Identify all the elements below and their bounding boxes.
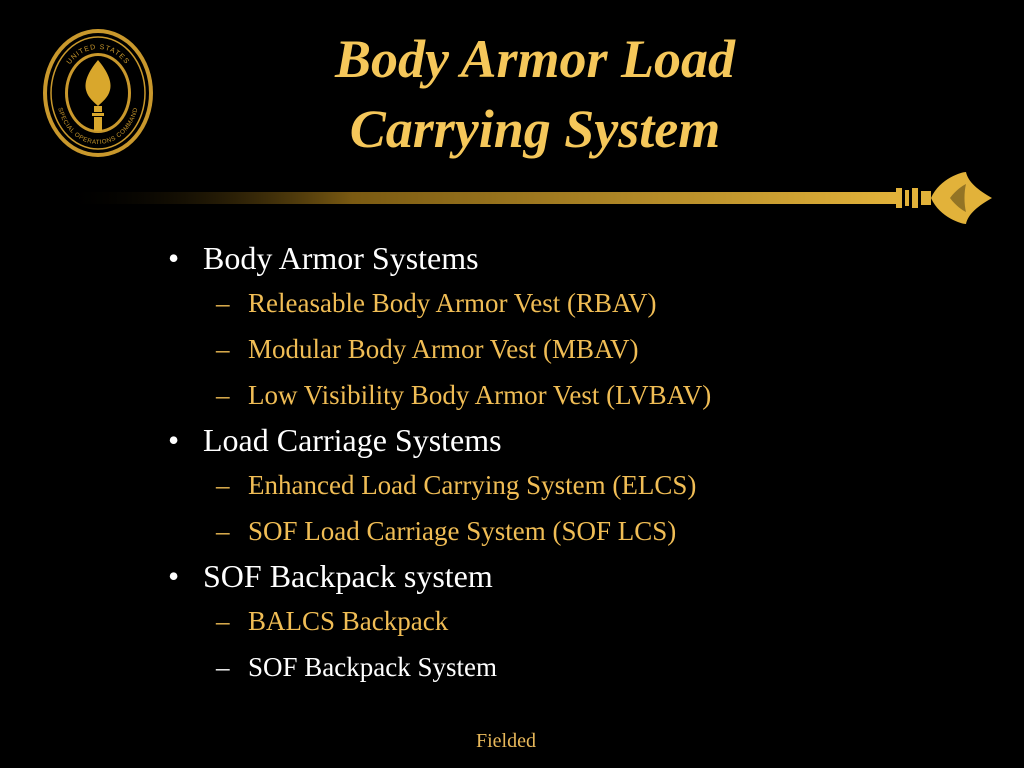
- bullet-marker: •: [168, 240, 180, 276]
- dash-marker: –: [216, 516, 230, 546]
- sub-item-label: Low Visibility Body Armor Vest (LVBAV): [248, 380, 712, 410]
- title-line-2: Carrying System: [349, 99, 721, 159]
- sub-item-label: Releasable Body Armor Vest (RBAV): [248, 288, 657, 318]
- sub-item-balcs-backpack: – BALCS Backpack: [160, 598, 960, 644]
- dash-marker: –: [216, 334, 230, 364]
- sub-item-label: SOF Backpack System: [248, 652, 497, 682]
- dash-marker: –: [216, 288, 230, 318]
- bullet-label: SOF Backpack system: [203, 558, 493, 594]
- footer-note: Fielded: [476, 730, 536, 752]
- sub-item-elcs: – Enhanced Load Carrying System (ELCS): [160, 462, 960, 508]
- bullet-item-body-armor-systems: • Body Armor Systems: [160, 236, 960, 280]
- sub-item-sof-lcs: – SOF Load Carriage System (SOF LCS): [160, 508, 960, 554]
- bullet-item-sof-backpack-system: • SOF Backpack system: [160, 554, 960, 598]
- dash-marker: –: [216, 470, 230, 500]
- socom-seal-logo: UNITED STATES SPECIAL OPERATIONS COMMAND: [43, 29, 153, 157]
- title-line-1: Body Armor Load: [334, 29, 736, 89]
- sub-item-label: BALCS Backpack: [248, 606, 449, 636]
- sub-item-label: Modular Body Armor Vest (MBAV): [248, 334, 639, 364]
- bullet-marker: •: [168, 558, 180, 594]
- bullet-list: • Body Armor Systems – Releasable Body A…: [160, 236, 960, 690]
- dash-marker: –: [216, 652, 230, 682]
- sub-item-label: SOF Load Carriage System (SOF LCS): [248, 516, 677, 546]
- bullet-label: Load Carriage Systems: [203, 422, 502, 458]
- sub-item-label: Enhanced Load Carrying System (ELCS): [248, 470, 697, 500]
- spear-divider: [60, 172, 992, 224]
- bullet-marker: •: [168, 422, 180, 458]
- sub-item-mbav: – Modular Body Armor Vest (MBAV): [160, 326, 960, 372]
- bullet-item-load-carriage-systems: • Load Carriage Systems: [160, 418, 960, 462]
- sub-item-lvbav: – Low Visibility Body Armor Vest (LVBAV): [160, 372, 960, 418]
- bullet-label: Body Armor Systems: [203, 240, 479, 276]
- dash-marker: –: [216, 606, 230, 636]
- slide-title: Body Armor Load Carrying System: [180, 24, 890, 164]
- sub-item-rbav: – Releasable Body Armor Vest (RBAV): [160, 280, 960, 326]
- sub-item-sof-backpack-system: – SOF Backpack System: [160, 644, 960, 690]
- dash-marker: –: [216, 380, 230, 410]
